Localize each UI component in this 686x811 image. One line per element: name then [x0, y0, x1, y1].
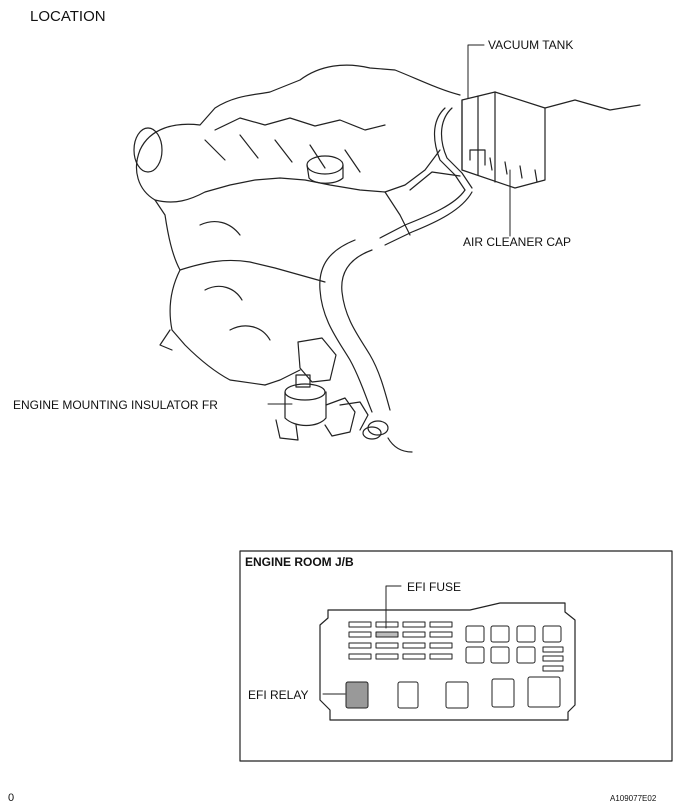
air-cleaner-drawing — [461, 91, 641, 189]
vacuum-hose-drawing — [319, 107, 473, 440]
vacuum-tank-label: VACUUM TANK — [488, 38, 574, 52]
efi-relay-label: EFI RELAY — [248, 688, 309, 702]
large-relays — [345, 676, 561, 709]
junction-box-frame — [239, 550, 673, 762]
relay-blocks — [465, 625, 564, 672]
engine-mount-label: ENGINE MOUNTING INSULATOR FR — [13, 398, 218, 412]
efi-fuse-slot — [375, 631, 399, 638]
engine-drawing — [133, 64, 461, 386]
engine-mount-drawing — [275, 337, 413, 453]
page-number: 0 — [8, 792, 15, 804]
leader-lines — [267, 44, 511, 695]
page-heading: LOCATION — [30, 8, 106, 25]
figure-code: A109077E02 — [610, 794, 657, 803]
junction-box-outline — [319, 602, 576, 721]
junction-box-title: ENGINE ROOM J/B — [245, 555, 354, 569]
fuse-slots — [348, 621, 453, 660]
efi-fuse-label: EFI FUSE — [407, 580, 462, 594]
efi-relay-block — [345, 681, 369, 709]
air-cleaner-cap-label: AIR CLEANER CAP — [463, 235, 572, 249]
